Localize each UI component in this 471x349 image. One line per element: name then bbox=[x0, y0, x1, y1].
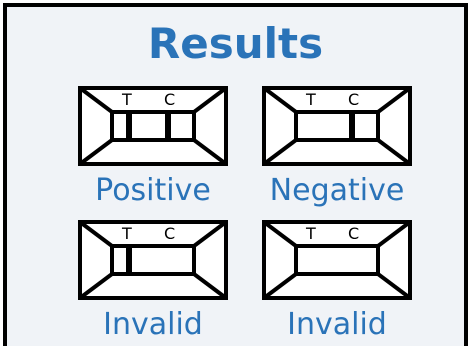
cassette-window bbox=[294, 244, 380, 276]
t-line bbox=[126, 246, 132, 274]
test-cassette-negative: T C bbox=[262, 86, 412, 166]
cassette-outer bbox=[78, 220, 228, 300]
test-cassette-invalid: T C bbox=[78, 220, 228, 300]
page-title: Results bbox=[147, 19, 324, 68]
test-cassette-invalid: T C bbox=[262, 220, 412, 300]
c-line bbox=[349, 112, 355, 140]
cassette-window bbox=[110, 244, 196, 276]
c-line bbox=[165, 112, 171, 140]
result-invalid-none: T C Invalid bbox=[262, 220, 412, 342]
result-label: Negative bbox=[269, 173, 405, 208]
result-label: Invalid bbox=[103, 307, 203, 342]
t-line bbox=[126, 112, 132, 140]
t-marker: T bbox=[121, 90, 132, 109]
test-cassette-positive: T C bbox=[78, 86, 228, 166]
t-marker: T bbox=[121, 224, 132, 243]
result-positive: T C Positive bbox=[78, 86, 228, 208]
c-marker: C bbox=[164, 224, 175, 243]
result-invalid-t-only: T C Invalid bbox=[78, 220, 228, 342]
result-label: Positive bbox=[95, 173, 211, 208]
cassette-window bbox=[294, 110, 380, 142]
c-marker: C bbox=[348, 224, 359, 243]
c-marker: C bbox=[164, 90, 175, 109]
t-marker: T bbox=[305, 90, 316, 109]
c-marker: C bbox=[348, 90, 359, 109]
result-negative: T C Negative bbox=[262, 86, 412, 208]
t-marker: T bbox=[305, 224, 316, 243]
result-label: Invalid bbox=[287, 307, 387, 342]
cassette-window bbox=[110, 110, 196, 142]
